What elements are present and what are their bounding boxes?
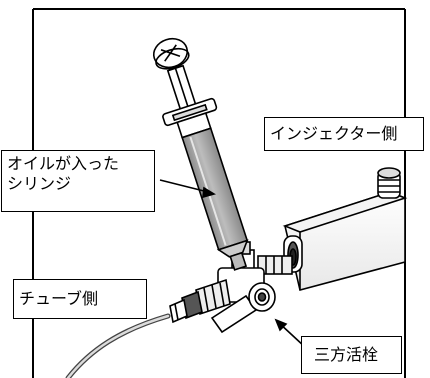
label-syringe-line1: オイルが入った	[7, 154, 120, 173]
label-syringe-line2: シリンジ	[7, 174, 72, 193]
label-tube-side-text: チューブ側	[19, 289, 99, 308]
label-three-way-stopcock-text: 三方活栓	[314, 345, 379, 364]
syringe	[152, 37, 249, 271]
tubing	[65, 313, 171, 378]
injector-body	[282, 167, 408, 291]
label-syringe-with-oil: オイルが入った シリンジ	[1, 150, 155, 212]
label-injector-side-text: インジェクター側	[270, 124, 398, 143]
label-injector-side: インジェクター側	[264, 117, 424, 151]
label-three-way-stopcock: 三方活栓	[301, 336, 402, 374]
leader-arrows	[159, 179, 306, 348]
label-tube-side: チューブ側	[13, 279, 147, 319]
